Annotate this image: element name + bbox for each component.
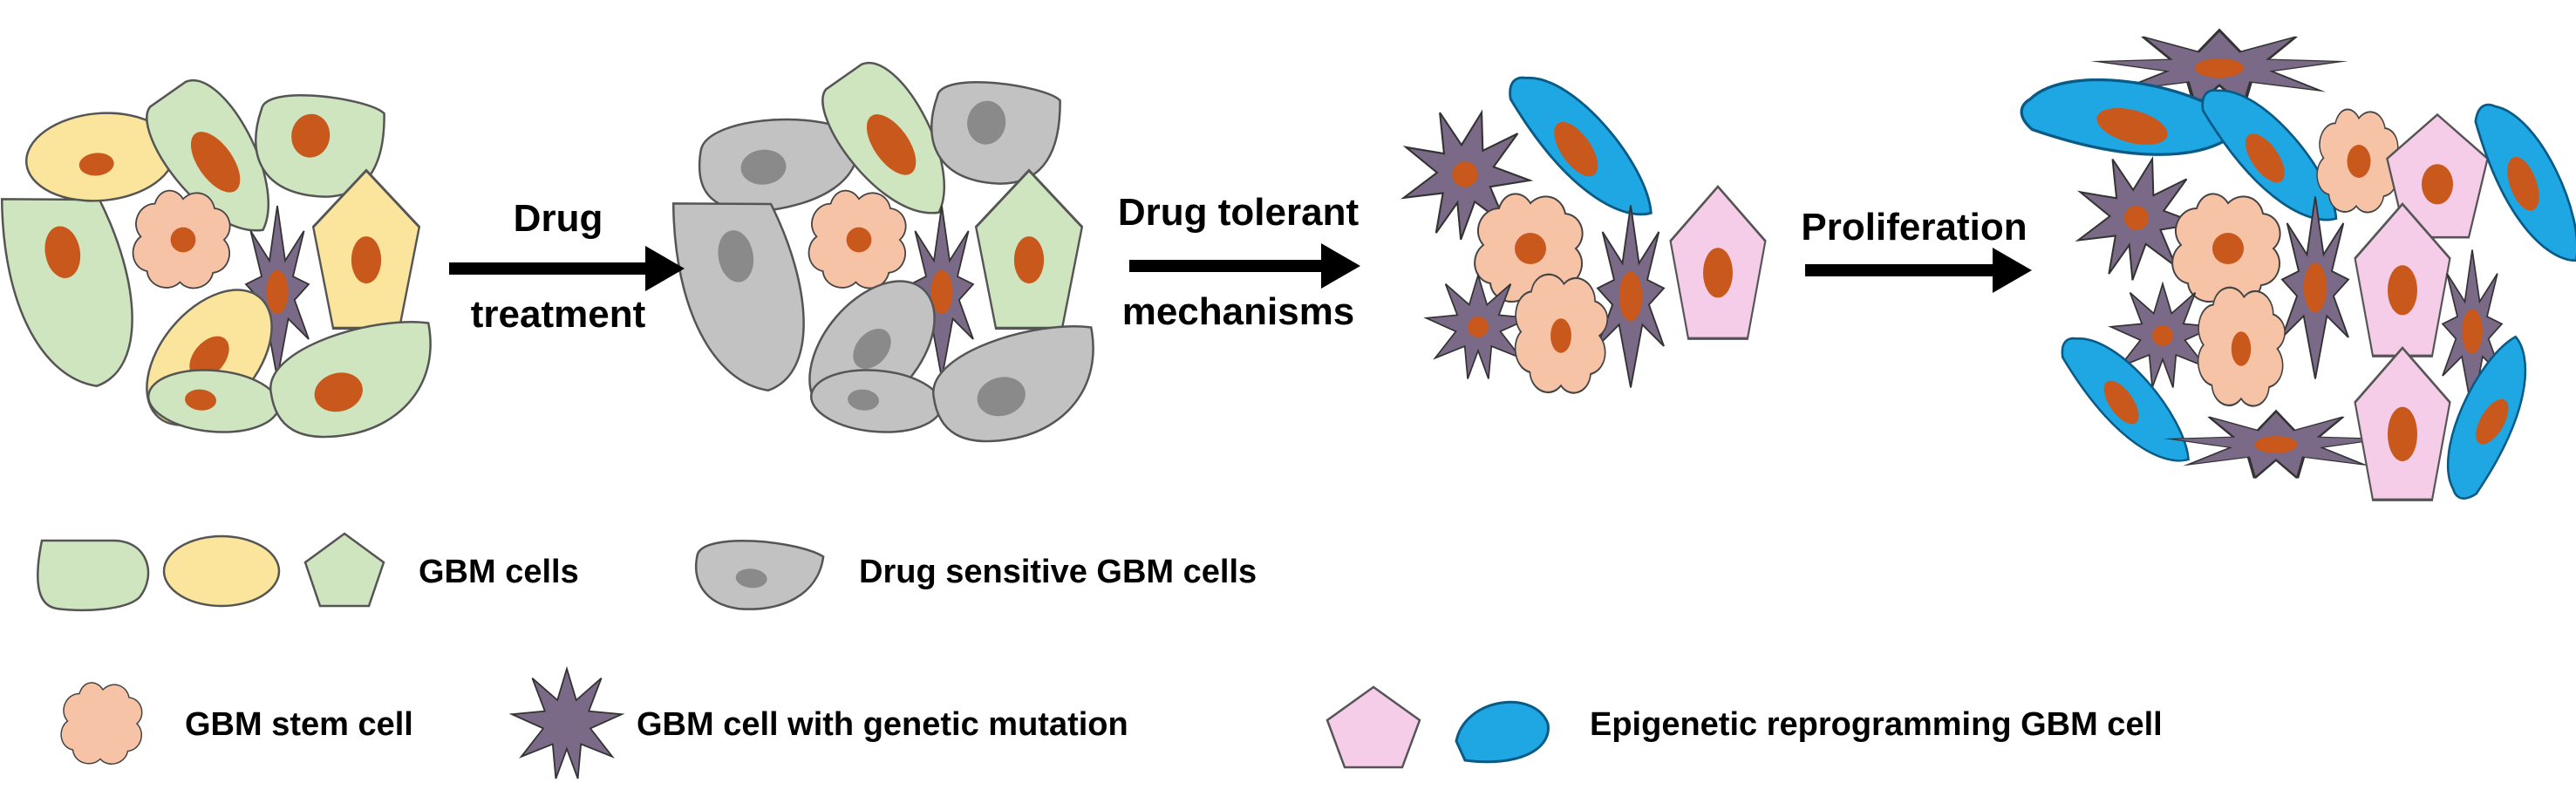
- stem-cell: [2316, 108, 2399, 214]
- pink-pentagon-cell: [1668, 185, 1768, 340]
- arrow-proliferation: Proliferation: [1801, 206, 2032, 293]
- gray-cell: [930, 81, 1061, 185]
- arrow-drug-treatment: Drug treatment: [449, 197, 685, 336]
- mutation-cell: [2109, 282, 2216, 389]
- mutation-cell: [910, 205, 974, 379]
- pink-pentagon-cell: [2353, 202, 2452, 357]
- gray-cell: [698, 118, 860, 213]
- pink-pentagon-cell: [2353, 346, 2452, 501]
- green-pentagon-swatch: [303, 532, 385, 608]
- mutation-cell: [2167, 409, 2385, 480]
- legend-item-genetic-mutation: GBM cell with genetic mutation: [511, 668, 1128, 779]
- yellow-cell: [24, 112, 176, 202]
- arrow-label-line1: Drug tolerant: [1118, 191, 1360, 234]
- legend-label: GBM cells: [419, 554, 579, 590]
- arrow-label-line1: Drug: [514, 197, 603, 240]
- yellow-pentagon-cell: [311, 168, 421, 330]
- green-cell-swatch: [37, 539, 150, 612]
- green-cell: [255, 94, 385, 198]
- gray-cell: [932, 325, 1094, 443]
- epigenetic-blue-cell: [2193, 65, 2348, 248]
- mutation-cell: [2061, 142, 2212, 294]
- stage-initial-tumor: [0, 78, 432, 439]
- legend-item-epigenetic: Epigenetic reprogramming GBM cell: [1325, 685, 2163, 769]
- green-cell: [146, 78, 269, 232]
- epigenetic-blue-cell: [2015, 52, 2247, 185]
- mutation-cell: [2442, 248, 2503, 414]
- green-cell: [0, 198, 133, 388]
- pink-pentagon-cell: [2386, 113, 2489, 239]
- legend-label: Epigenetic reprogramming GBM cell: [1590, 706, 2163, 743]
- gray-cell: [809, 369, 944, 433]
- stage-tolerant-survivors: [1385, 50, 1768, 394]
- mutation-cell: [245, 205, 310, 379]
- mutation-cell: [1385, 94, 1545, 255]
- epigenetic-blue-cell: [2469, 88, 2576, 279]
- legend-item-gbm-cells: GBM cells: [37, 532, 579, 612]
- stage-relapsed-tumor: [2015, 28, 2576, 506]
- stem-cell: [1474, 193, 1584, 303]
- epigenetic-blue-cell: [1500, 50, 1664, 244]
- stem-cell: [1514, 273, 1609, 394]
- mutation-cell-swatch: [511, 668, 623, 779]
- stem-cell: [808, 189, 907, 289]
- arrow-drug-tolerant-mechanisms: Drug tolerant mechanisms: [1118, 191, 1360, 333]
- mutation-cell: [1425, 274, 1531, 380]
- gray-cell: [671, 202, 805, 392]
- legend-label: GBM cell with genetic mutation: [637, 706, 1128, 743]
- blue-cell-swatch: [1455, 700, 1550, 764]
- pink-pentagon-swatch: [1325, 685, 1421, 769]
- legend-item-stem-cell: GBM stem cell: [60, 682, 413, 765]
- mutation-cell: [1597, 204, 1665, 389]
- mutation-cell: [2096, 28, 2343, 108]
- arrow-label-line1: Proliferation: [1801, 206, 2027, 248]
- epigenetic-blue-cell: [2054, 314, 2200, 487]
- gray-cell-swatch: [695, 540, 825, 610]
- stem-cell: [2171, 193, 2281, 303]
- green-pentagon-cell: [974, 168, 1084, 330]
- stage-post-treatment: [671, 61, 1094, 443]
- arrow-label-line2: mechanisms: [1122, 290, 1355, 333]
- mutation-cell: [2281, 195, 2349, 380]
- legend: GBM cells Drug sensitive GBM cells GBM s…: [37, 532, 2163, 779]
- green-cell: [821, 61, 945, 214]
- stem-cell: [2197, 286, 2286, 407]
- epigenetic-blue-cell: [2420, 329, 2557, 506]
- legend-label: Drug sensitive GBM cells: [859, 554, 1257, 590]
- yellow-cell-swatch: [162, 534, 281, 608]
- arrow-label-line2: treatment: [471, 293, 646, 336]
- stem-cell: [132, 189, 231, 289]
- legend-item-drug-sensitive: Drug sensitive GBM cells: [695, 540, 1257, 610]
- legend-label: GBM stem cell: [185, 706, 413, 743]
- green-cell: [147, 369, 281, 433]
- stem-cell-swatch: [60, 682, 143, 765]
- green-cell: [269, 321, 432, 439]
